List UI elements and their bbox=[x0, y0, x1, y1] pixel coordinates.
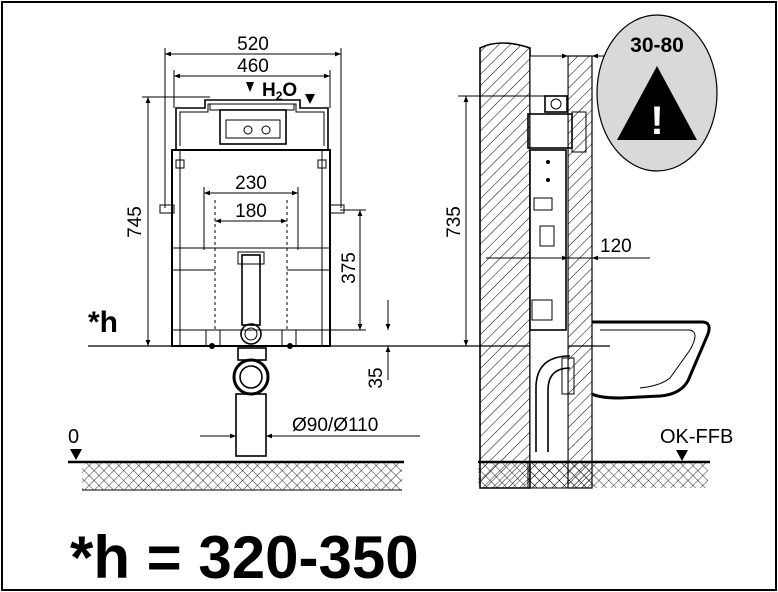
floor-slab-side bbox=[478, 462, 708, 488]
warning-callout: 30-80 ! bbox=[596, 14, 718, 172]
ref-zero-marker bbox=[70, 449, 82, 460]
dim-width-inner: 460 bbox=[237, 56, 269, 77]
water-inlet-label: H2O bbox=[262, 80, 297, 103]
dim-height-front: 745 bbox=[125, 206, 146, 238]
front-view: 0 520 460 H2O 230 180 745 375 bbox=[68, 34, 420, 491]
warning-triangle-icon bbox=[617, 66, 697, 140]
warning-exclamation: ! bbox=[650, 99, 663, 143]
pipe-diameter-label: Ø90/Ø110 bbox=[292, 415, 378, 436]
dim-wall-depth: 120 bbox=[600, 236, 632, 257]
dim-height-side: 735 bbox=[444, 206, 465, 238]
dim-flush-inner: 180 bbox=[235, 201, 267, 222]
dim-flush-outer: 230 bbox=[235, 173, 267, 194]
side-view: OK-FFB 735 120 bbox=[444, 42, 733, 489]
dim-drain-height: 375 bbox=[339, 252, 360, 284]
h-formula: *h = 320-350 bbox=[70, 524, 419, 591]
dim-drain-offset: 35 bbox=[366, 367, 387, 388]
h-label: *h bbox=[88, 306, 118, 339]
floor-slab-front bbox=[82, 462, 402, 490]
floor-ref-label: OK-FFB bbox=[660, 426, 733, 448]
wall-section bbox=[479, 42, 531, 489]
dim-width-outer: 520 bbox=[237, 34, 269, 55]
wc-bowl bbox=[591, 320, 711, 400]
ref-zero-label: 0 bbox=[68, 426, 79, 448]
warning-range: 30-80 bbox=[630, 34, 684, 57]
